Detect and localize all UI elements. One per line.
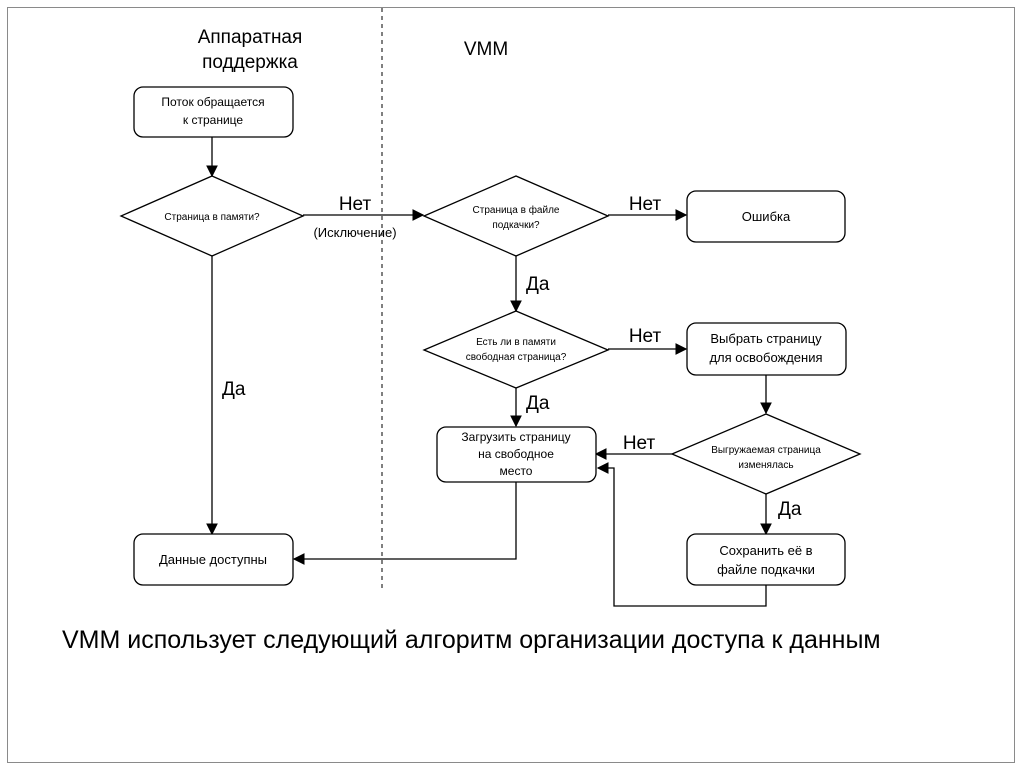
node-error: Ошибка <box>686 190 846 243</box>
node-save-page-line1: Сохранить её в <box>719 543 812 558</box>
node-thread-access-line1: Поток обращается <box>161 95 264 109</box>
label-no-modified: Нет <box>623 433 656 454</box>
node-page-in-memory-line1: Страница в памяти? <box>164 212 260 223</box>
label-no-swap: Нет <box>629 194 662 215</box>
node-choose-page: Выбрать страницу для освобождения <box>686 322 847 376</box>
vmm-header: VMM <box>464 39 508 60</box>
slide-caption: VMM использует следующий алгоритм органи… <box>62 626 881 654</box>
node-thread-access-line2: к странице <box>183 113 243 127</box>
node-choose-page-line1: Выбрать страницу <box>710 331 822 346</box>
arrow-save-to-load <box>596 462 767 607</box>
label-yes-modified: Да <box>778 499 802 520</box>
hardware-header-line1: Аппаратная <box>198 27 303 48</box>
node-page-in-swap-line1: Страница в файле <box>473 204 560 216</box>
label-no-memory: Нет <box>339 194 372 215</box>
label-yes-swap: Да <box>526 274 550 295</box>
connectors <box>206 137 772 607</box>
label-exception: (Исключение) <box>313 225 396 240</box>
node-page-modified-line1: Выгружаемая страница <box>711 445 821 456</box>
node-load-page: Загрузить страницу на свободное место <box>436 426 597 483</box>
flowchart: Аппаратная поддержка VMM Поток обращаетс… <box>119 8 862 607</box>
node-error-line1: Ошибка <box>742 209 791 224</box>
node-load-page-line1: Загрузить страницу <box>461 430 570 444</box>
node-thread-access: Поток обращается к странице <box>133 86 294 138</box>
node-free-page-line1: Есть ли в памяти <box>476 337 556 348</box>
label-no-free: Нет <box>629 326 662 347</box>
node-page-modified: Выгружаемая страница изменялась <box>670 413 862 495</box>
node-free-page: Есть ли в памяти свободная страница? <box>422 310 610 389</box>
node-load-page-line3: место <box>500 464 533 478</box>
node-page-in-memory: Страница в памяти? <box>119 175 305 257</box>
node-data-available: Данные доступны <box>133 533 294 586</box>
label-yes-memory: Да <box>222 379 246 400</box>
node-choose-page-line2: для освобождения <box>709 350 822 365</box>
node-data-available-line1: Данные доступны <box>159 552 267 567</box>
node-save-page-line2: файле подкачки <box>717 562 815 577</box>
node-page-in-swap: Страница в файле подкачки? <box>422 175 610 257</box>
hardware-header-line2: поддержка <box>202 52 298 73</box>
node-save-page: Сохранить её в файле подкачки <box>686 533 846 586</box>
node-page-modified-line2: изменялась <box>738 460 793 471</box>
arrow-load-to-data <box>292 482 517 565</box>
node-page-in-swap-line2: подкачки? <box>492 220 540 231</box>
node-free-page-line2: свободная страница? <box>466 351 567 363</box>
label-yes-free: Да <box>526 393 550 414</box>
slide-frame <box>7 7 1015 763</box>
node-load-page-line2: на свободное <box>478 447 554 461</box>
